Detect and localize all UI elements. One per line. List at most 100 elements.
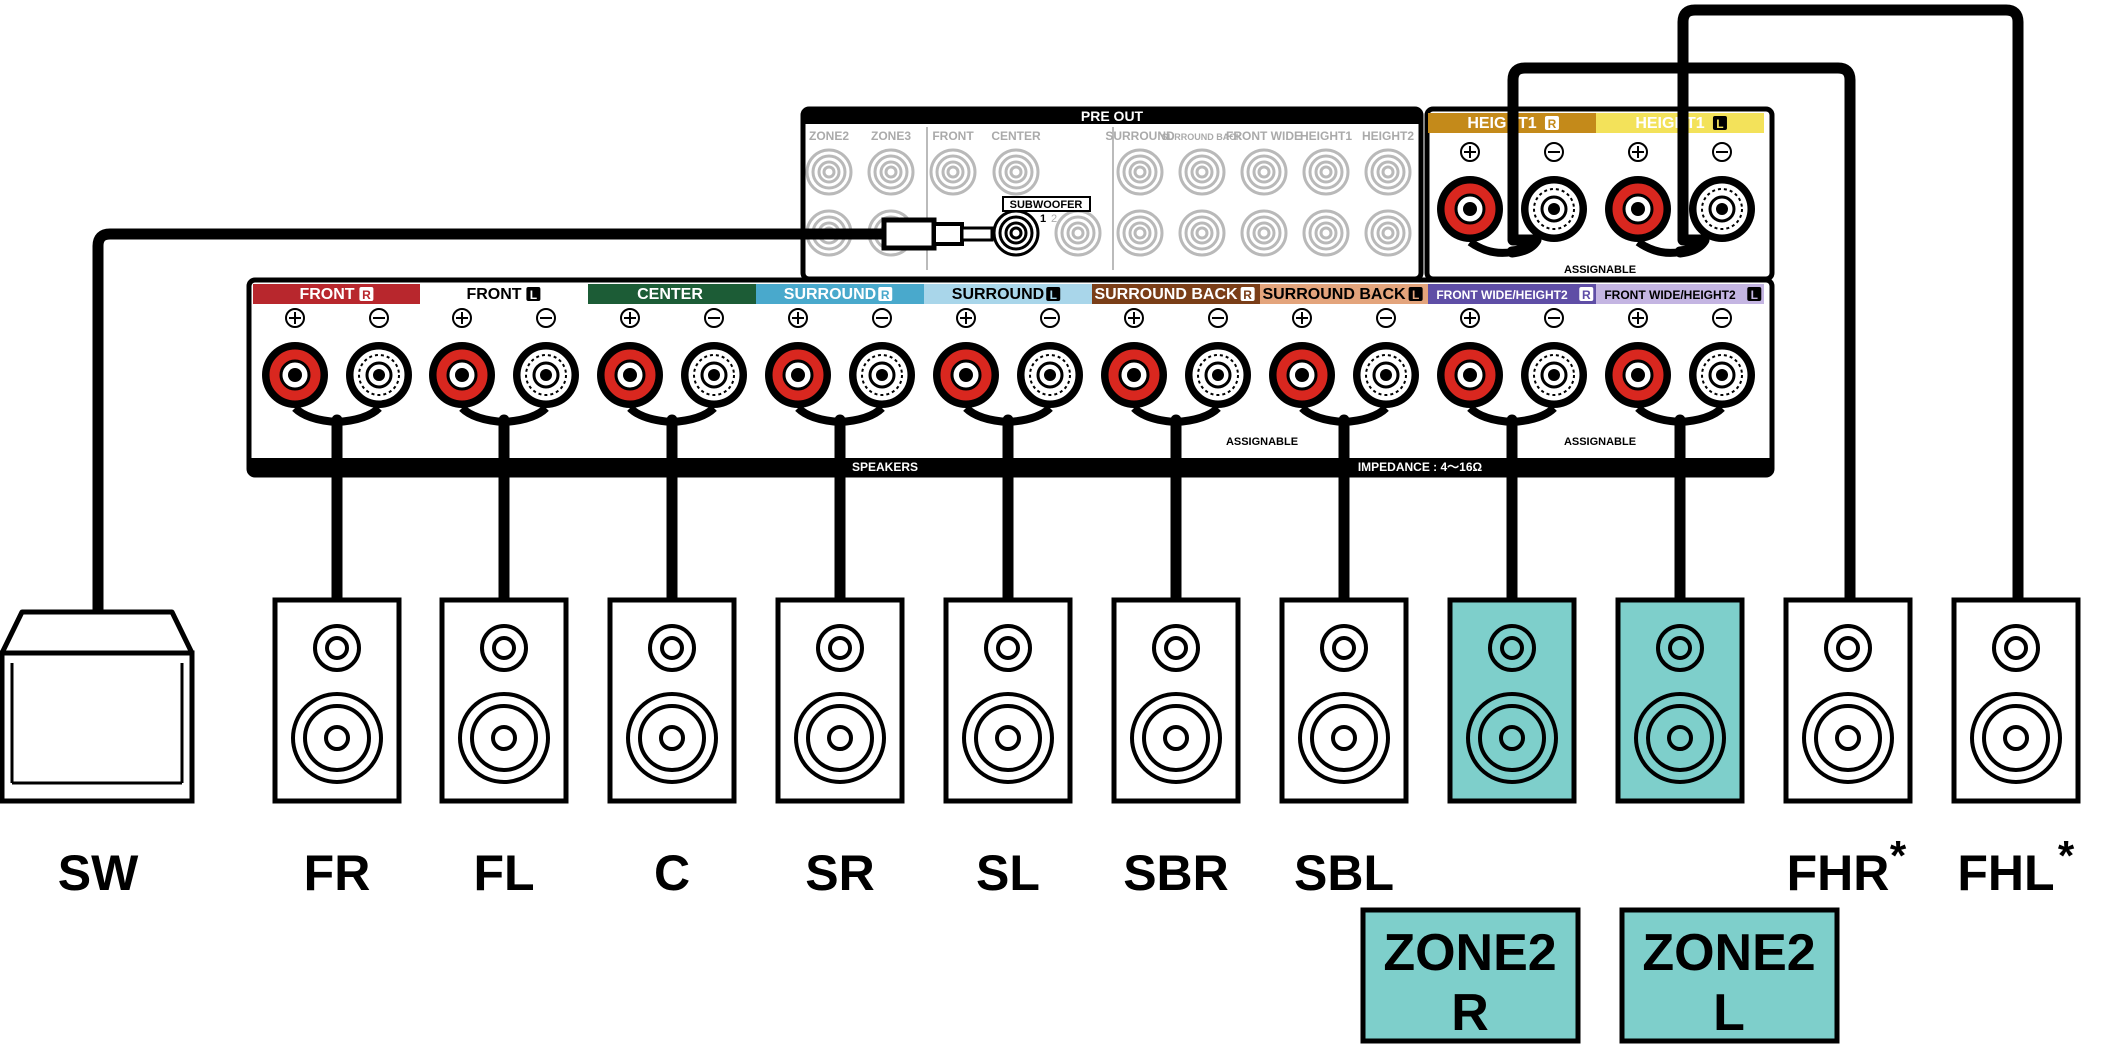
channel-badge: L (1751, 288, 1758, 302)
preout-label: HEIGHT2 (1362, 129, 1414, 143)
sub-num-1: 1 (1040, 213, 1046, 225)
main-assignable-1: ASSIGNABLE (1226, 436, 1298, 448)
height1-l-wire (1674, 4, 2024, 606)
plus-icon (1460, 142, 1480, 162)
preout-title: PRE OUT (1081, 108, 1144, 124)
woofer-icon (794, 692, 886, 784)
channel-label: FRONT WIDE/HEIGHT2 L (1596, 284, 1764, 304)
preout-label: CENTER (991, 129, 1041, 143)
channel-badge: L (1716, 117, 1723, 131)
speaker-label: SW (58, 845, 139, 901)
minus-icon (1544, 308, 1564, 328)
minus-icon (536, 308, 556, 328)
woofer-icon (1970, 692, 2062, 784)
tweeter-icon (313, 624, 361, 672)
preout-label: FRONT WIDE (1226, 129, 1302, 143)
channel-name: SURROUND BACK (1094, 286, 1238, 303)
zone-line1: ZONE2 (1642, 924, 1815, 982)
woofer-icon (458, 692, 550, 784)
tweeter-icon (816, 624, 864, 672)
speaker: SBL (1279, 597, 1409, 901)
minus-icon (1544, 142, 1564, 162)
woofer-icon (962, 692, 1054, 784)
sub-num-2: 2 (1051, 213, 1057, 225)
plus-icon (1124, 308, 1144, 328)
plus-icon (285, 308, 305, 328)
preout-jack (929, 148, 977, 196)
speaker-label: FHR (1787, 845, 1890, 901)
tweeter-icon (1824, 624, 1872, 672)
preout-jack (1364, 148, 1412, 196)
woofer-icon (626, 692, 718, 784)
speaker-terminal-pair (262, 308, 412, 408)
channel-name: SURROUND (952, 286, 1044, 303)
zone-line2: L (1713, 984, 1745, 1042)
speaker-label: FHL (1957, 845, 2054, 901)
speaker: FR (272, 597, 402, 901)
preout-label: SURROUND (1105, 129, 1175, 143)
woofer-icon (291, 692, 383, 784)
channel-name: SURROUND BACK (1262, 286, 1406, 303)
speaker-terminal-pair (429, 308, 579, 408)
speaker: FHL* (1951, 597, 2081, 901)
tweeter-icon (648, 624, 696, 672)
channel-badge: L (1050, 288, 1057, 302)
speaker: SL (943, 597, 1073, 901)
channel-name: FRONT (299, 286, 354, 303)
tweeter-icon (1992, 624, 2040, 672)
asterisk: * (1890, 832, 1907, 879)
impedance-label: IMPEDANCE : 4～16Ω (1358, 460, 1483, 474)
tweeter-icon (1656, 624, 1704, 672)
channel-badge: R (1243, 288, 1252, 302)
preout-jack (1240, 148, 1288, 196)
subwoofer-jack-1 (992, 209, 1040, 257)
plus-icon (1460, 308, 1480, 328)
channel-name: SURROUND (784, 286, 876, 303)
channel-name: FRONT WIDE/HEIGHT2 (1436, 288, 1568, 302)
height-assignable: ASSIGNABLE (1564, 264, 1636, 276)
preout-jack (1302, 209, 1350, 257)
minus-icon (704, 308, 724, 328)
minus-icon (369, 308, 389, 328)
minus-icon (1712, 142, 1732, 162)
speaker: SR (775, 597, 905, 901)
preout-label: FRONT (932, 129, 974, 143)
preout-jack (1178, 148, 1226, 196)
preout-jack (867, 148, 915, 196)
speaker-terminal-pair (933, 308, 1083, 408)
minus-icon (1712, 308, 1732, 328)
speaker-label: FR (304, 845, 371, 901)
speaker-label: FL (473, 845, 534, 901)
plus-icon (452, 308, 472, 328)
subwoofer-jack-2 (1054, 209, 1102, 257)
speaker-label: SL (976, 845, 1040, 901)
preout-jack (1116, 209, 1164, 257)
speaker: FL (439, 597, 569, 901)
preout-jack (1302, 148, 1350, 196)
height-terminal-pair (1437, 142, 1587, 242)
channel-label: SURROUND BACK R (1092, 284, 1260, 304)
channel-name: HEIGHT1 (1467, 115, 1536, 132)
zone-line2: R (1451, 984, 1489, 1042)
rca-plug (881, 217, 994, 251)
woofer-icon (1634, 692, 1726, 784)
channel-label: SURROUND L (924, 284, 1092, 304)
speaker-label: SBL (1294, 845, 1394, 901)
tweeter-icon (480, 624, 528, 672)
preout-jack (1116, 148, 1164, 196)
speaker-label: SBR (1123, 845, 1229, 901)
woofer-icon (1298, 692, 1390, 784)
channel-name: HEIGHT1 (1635, 115, 1704, 132)
channel-badge: L (1412, 288, 1419, 302)
channel-name: FRONT WIDE/HEIGHT2 (1604, 288, 1736, 302)
speaker: FHR* (1783, 597, 1913, 901)
tweeter-icon (984, 624, 1032, 672)
asterisk: * (2058, 832, 2075, 879)
speakers-label: SPEAKERS (852, 460, 918, 474)
